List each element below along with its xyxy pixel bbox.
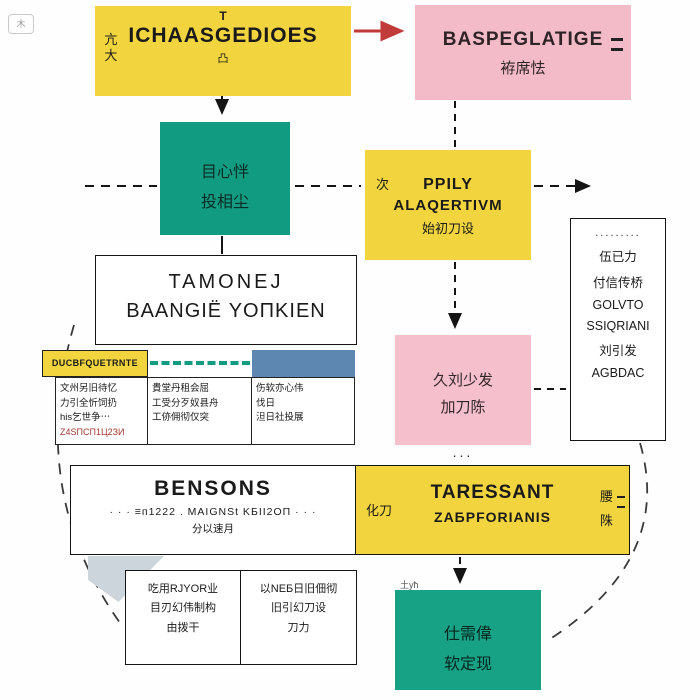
bensons-subtitle: · · · ≡п1222 . MAIGNSt KБII2OП · · · bbox=[109, 506, 317, 518]
node-baspeglatige: BASPEGLATIGE 袸席怯 bbox=[415, 5, 631, 100]
right-panel-line: 伍已力 bbox=[599, 250, 637, 264]
bensons-title: BENSONS bbox=[154, 477, 272, 500]
taressant-right-glyph-bottom: 陎 bbox=[599, 513, 613, 528]
node-bottom-left: 吃用RJYOR业 目刃幻伟制构 由拨干 以NEБ日旧佃彻 旧引幻刀设 刀力 bbox=[125, 570, 357, 665]
ducb-col3-line: 泹日社投展 bbox=[256, 412, 304, 424]
taressant-line1: TARESSANT bbox=[430, 482, 555, 503]
taressant-line2: ZAБPFORIANIS bbox=[434, 509, 551, 525]
right-panel-line: 刘引发 bbox=[599, 344, 637, 358]
node-teal-bottom: 土ућ 仕需偉 软定现 bbox=[395, 580, 541, 690]
ducb-col1-line: 文州另旧待忆 bbox=[60, 383, 118, 394]
node-tamonej-line2: BAANGIЁ YOΠKIEN bbox=[126, 300, 326, 322]
node-ppily-side-label: 次 bbox=[376, 177, 390, 192]
node-ppily-line1: PPILY bbox=[423, 176, 473, 193]
node-baspeglatige-subtitle: 袸席怯 bbox=[500, 60, 546, 77]
ducb-col1-line: Z4SПCП1Ц2ЗИ bbox=[60, 427, 125, 438]
node-ichaasgedioes-tag: T bbox=[219, 9, 227, 23]
node-pink-mid: 久刘少发 加刀陈 bbox=[395, 335, 531, 445]
taressant-side-label: 化刀 bbox=[366, 503, 393, 518]
bottom-left-col1-line: 目刃幻伟制构 bbox=[150, 602, 216, 615]
teal-dash-line bbox=[150, 361, 250, 365]
ducb-col2-line: 工㑊佣彻仅突 bbox=[152, 412, 210, 424]
ducb-body: 文州另旧待忆 力引全忻饲扔 his乞世争⋯ Z4SПCП1Ц2ЗИ 貴堂丹租会屈… bbox=[55, 377, 355, 445]
node-bensons-taressant: BENSONS · · · ≡п1222 . MAIGNSt KБII2OП ·… bbox=[70, 465, 630, 555]
bottom-left-col2: 以NEБ日旧佃彻 旧引幻刀设 刀力 bbox=[241, 571, 356, 664]
ducb-col2-line: 工受分歹奴县舟 bbox=[152, 397, 219, 409]
node-teal-mid-line2: 投相尘 bbox=[200, 194, 249, 211]
node-teal-mid: 目心怑 投相尘 bbox=[160, 122, 290, 235]
ducb-header-label: DUCBFQUETRNTE bbox=[42, 350, 148, 377]
ducb-col1: 文州另旧待忆 力引全忻饲扔 his乞世争⋯ Z4SПCП1Ц2ЗИ bbox=[55, 377, 148, 445]
node-ichaasgedioes-title: ICHAASGEDIOES bbox=[128, 24, 318, 47]
teal-bottom-line1: 仕需偉 bbox=[443, 626, 492, 643]
tick-mark bbox=[617, 496, 625, 498]
bottom-left-col2-line: 刀力 bbox=[287, 621, 310, 634]
bottom-left-col1-line: 吃用RJYOR业 bbox=[147, 583, 219, 595]
teal-bottom-tag: 土ућ bbox=[400, 580, 419, 590]
tick-mark bbox=[617, 506, 625, 508]
ducb-col2: 貴堂丹租会屈 工受分歹奴县舟 工㑊佣彻仅突 bbox=[148, 377, 252, 445]
bottom-left-col2-line: 以NEБ日旧佃彻 bbox=[259, 583, 338, 595]
node-ichaasgedioes-side-label: 亢大 bbox=[104, 32, 118, 63]
node-baspeglatige-title: BASPEGLATIGE bbox=[442, 29, 604, 50]
bottom-left-col1-line: 由拨干 bbox=[166, 621, 200, 634]
bensons-note: 分以速月 bbox=[192, 523, 234, 535]
tick-mark bbox=[611, 48, 623, 51]
ducb-col3-line: 伐日 bbox=[256, 397, 276, 409]
node-ichaasgedioes-foot-glyph: 凸 bbox=[217, 53, 229, 65]
node-ppily-line3: 始初刀设 bbox=[421, 221, 474, 236]
node-ppily: 次 PPILY ALAQERTIVM 始初刀设 bbox=[365, 150, 531, 260]
right-panel-dots: ......... bbox=[595, 227, 641, 239]
corner-icon: 木 bbox=[8, 14, 34, 34]
right-panel-line: SSIQRIANI bbox=[586, 319, 650, 333]
node-pink-mid-line2: 加刀陈 bbox=[440, 399, 486, 416]
bottom-left-col1: 吃用RJYOR业 目刃幻伟制构 由拨干 bbox=[126, 571, 241, 664]
teal-bottom-line2: 软定现 bbox=[443, 656, 492, 673]
tick-mark bbox=[611, 38, 623, 41]
ducb-col3: 伤软亦心伟 伐日 泹日社投展 bbox=[252, 377, 355, 445]
node-teal-mid-line1: 目心怑 bbox=[200, 164, 249, 181]
ducb-header-blue-segment bbox=[252, 350, 355, 377]
pink-mid-dots: ... bbox=[452, 444, 474, 460]
taressant-right-glyph-top: 腰 bbox=[599, 489, 613, 504]
bottom-left-col2-line: 旧引幻刀设 bbox=[271, 602, 326, 615]
right-panel-line: 付信传桥 bbox=[592, 276, 643, 290]
ducb-header-dash-segment bbox=[148, 350, 252, 377]
ducb-col1-line: 力引全忻饲扔 bbox=[60, 397, 118, 409]
ducb-col1-line: his乞世争⋯ bbox=[60, 412, 111, 424]
node-taressant: 化刀 TARESSANT ZAБPFORIANIS 腰 陎 bbox=[356, 466, 629, 554]
node-pink-mid-line1: 久刘少发 bbox=[432, 372, 493, 389]
node-ppily-line2: ALAQERTIVM bbox=[393, 197, 503, 214]
ducb-col3-line: 伤软亦心伟 bbox=[256, 383, 304, 394]
right-panel-line: AGBDAC bbox=[591, 366, 645, 380]
ducb-col2-line: 貴堂丹租会屈 bbox=[152, 383, 210, 394]
node-tamonej-line1: TAMONEJ bbox=[168, 271, 284, 293]
right-panel-line: GOLVTO bbox=[592, 298, 644, 312]
node-bensons: BENSONS · · · ≡п1222 . MAIGNSt KБII2OП ·… bbox=[71, 466, 356, 554]
node-right-panel: ......... 伍已力 付信传桥 GOLVTO SSIQRIANI 刘引发 … bbox=[570, 218, 666, 441]
node-tamonej: TAMONEJ BAANGIЁ YOΠKIEN bbox=[95, 255, 357, 345]
corner-icon-glyph: 木 bbox=[16, 19, 26, 29]
node-ichaasgedioes: T ICHAASGEDIOES 亢大 凸 bbox=[95, 6, 351, 96]
